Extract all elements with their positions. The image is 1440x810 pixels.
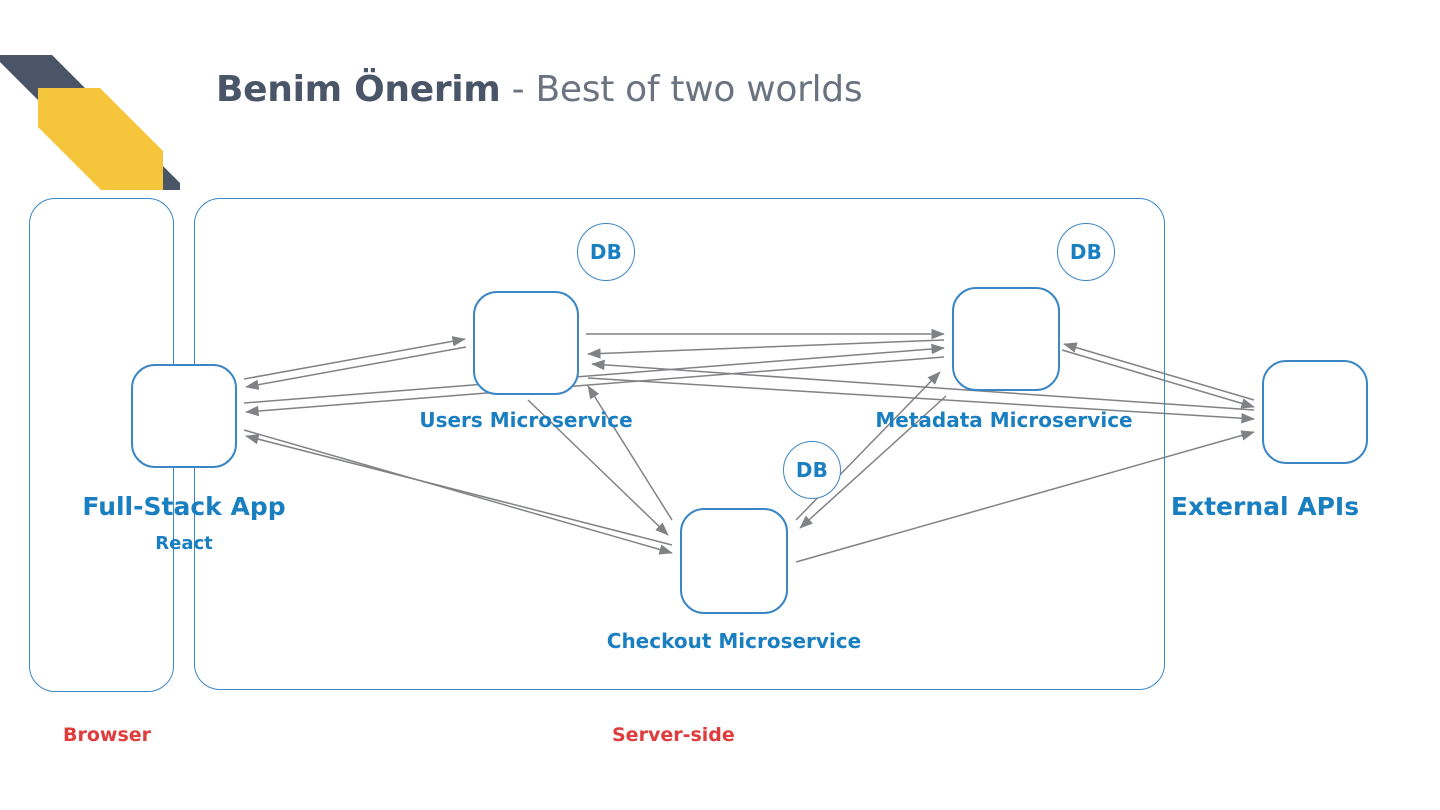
node-users-microservice[interactable] — [473, 291, 579, 395]
database-label: DB — [1069, 240, 1103, 264]
edge-metadata-to-users — [587, 339, 945, 359]
zone-label-server: Server-side — [612, 724, 735, 746]
edge-metadata-to-external — [1061, 349, 1255, 409]
edge-checkout-to-external — [795, 430, 1255, 563]
edge-metadata-to-checkout — [799, 395, 947, 529]
zone-label-browser: Browser — [63, 724, 152, 746]
edge-fullstack-to-checkout — [243, 429, 673, 555]
node-label-external-apis: External APIs — [1170, 492, 1360, 521]
database-icon-metadata[interactable]: DB — [1057, 223, 1115, 281]
edge-checkout-to-users — [587, 385, 673, 521]
node-sublabel-react: React — [155, 533, 213, 554]
edge-users-to-checkout — [527, 399, 669, 536]
page-title: Benim Önerim - Best of two worlds — [216, 69, 863, 110]
page-title-strong: Benim Önerim — [216, 69, 501, 110]
edge-users-to-fullstack — [245, 346, 467, 390]
node-checkout-microservice[interactable] — [680, 508, 788, 614]
edge-external-to-metadata — [1063, 342, 1255, 401]
edge-checkout-to-fullstack — [245, 434, 673, 546]
page-title-rest: - Best of two worlds — [500, 69, 863, 110]
node-metadata-microservice[interactable] — [952, 287, 1060, 391]
edge-external-to-users — [591, 359, 1255, 411]
zone-server — [194, 198, 1165, 690]
node-label-checkout-microservice: Checkout Microservice — [606, 629, 862, 653]
database-label: DB — [795, 458, 829, 482]
node-label-metadata-microservice: Metadata Microservice — [875, 408, 1133, 432]
database-icon-users[interactable]: DB — [577, 223, 635, 281]
node-label-users-microservice: Users Microservice — [419, 408, 633, 432]
edge-fullstack-to-metadata — [243, 343, 945, 404]
edge-fullstack-to-users — [243, 336, 466, 380]
node-external-apis[interactable] — [1262, 360, 1368, 464]
database-label: DB — [589, 240, 623, 264]
database-icon-checkout[interactable]: DB — [783, 441, 841, 499]
node-label-full-stack-app: Full-Stack App — [82, 492, 286, 521]
edge-users-to-external — [587, 377, 1255, 424]
node-full-stack-app[interactable] — [131, 364, 237, 468]
edge-metadata-to-fullstack — [245, 356, 945, 417]
